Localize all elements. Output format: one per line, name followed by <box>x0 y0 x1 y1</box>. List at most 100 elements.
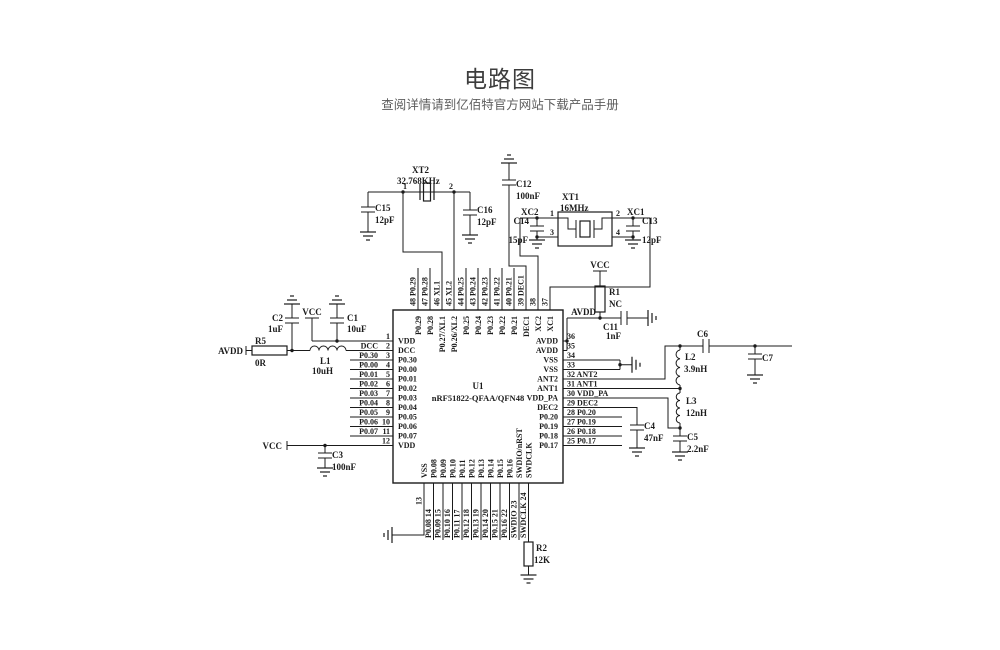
resistor-r2 <box>523 541 534 567</box>
pin-20-net: P0.14 20 <box>481 509 490 538</box>
ic-pin-name: VSS <box>543 365 558 374</box>
ground-icon <box>528 239 546 249</box>
pin-number-35: 35 <box>567 342 575 351</box>
pin-28-net: 28 P0.20 <box>567 408 596 417</box>
pin-48-net: 48 P0.29 <box>409 277 418 306</box>
net-label-p030: P0.30 <box>359 351 378 360</box>
pin-21-net: P0.15 21 <box>491 509 500 538</box>
net-label-p001: P0.01 <box>359 370 378 379</box>
pin-24-net: SWDCLK 24 <box>519 492 528 538</box>
r5-value: 0R <box>255 358 267 368</box>
pin-number-10: 10 <box>382 418 390 427</box>
ic-pin-name: VSS <box>543 356 558 365</box>
ic-pin-name: P0.30 <box>398 356 417 365</box>
ground-icon <box>461 234 479 244</box>
r2-value: 12K <box>534 555 550 565</box>
ground-icon <box>624 239 642 249</box>
c12-ref: C12 <box>516 179 532 189</box>
ic-pin-name: P0.03 <box>398 394 417 403</box>
pin-number-13: 13 <box>415 497 424 505</box>
ic-pin-name: P0.29 <box>414 316 423 335</box>
ic-pin-name: DEC2 <box>537 403 558 412</box>
ic-pin-name: VSS <box>420 463 429 478</box>
pin-number-36: 36 <box>567 332 575 341</box>
ic-pin-name: P0.27/XL1 <box>438 316 447 352</box>
c7-ref: C7 <box>762 353 773 363</box>
c15-value: 12pF <box>375 215 395 225</box>
r1-value: NC <box>609 299 622 309</box>
ic-pin-name: P0.24 <box>474 316 483 335</box>
pin-30-net: 30 VDD_PA <box>567 389 608 398</box>
pin-number-37: 37 <box>541 298 550 306</box>
resistor-r5 <box>251 345 288 356</box>
net-xc2: XC2 <box>521 207 539 217</box>
c14-ref: C14 <box>514 216 530 226</box>
pin-41-net: 41 P0.22 <box>493 277 502 306</box>
l2-ref: L2 <box>685 352 696 362</box>
net-label-p005: P0.05 <box>359 408 378 417</box>
ic-pin-name: P0.06 <box>398 422 417 431</box>
pin-number-5: 5 <box>386 370 390 379</box>
net-label-p004: P0.04 <box>359 399 378 408</box>
ic-pin-name: AVDD <box>536 337 558 346</box>
pin-44-net: 44 P0.25 <box>457 277 466 306</box>
ground-icon <box>519 574 538 584</box>
ground-icon <box>746 374 764 384</box>
ic-pin-name: VDD <box>398 337 416 346</box>
ic-pin-name: DCC <box>398 346 416 355</box>
c13-value: 12pF <box>642 235 662 245</box>
xt1-ref: XT1 <box>562 192 580 202</box>
pin-number-3: 3 <box>386 351 390 360</box>
ic-body <box>392 309 564 484</box>
net-label-dcc: DCC <box>361 342 379 351</box>
ground-icon <box>500 154 518 164</box>
c2-ref: C2 <box>272 313 283 323</box>
ic-pin-name: VDD_PA <box>527 394 559 403</box>
l3-ref: L3 <box>686 396 697 406</box>
port-avdd: AVDD <box>218 346 243 356</box>
pin-26-net: 26 P0.18 <box>567 427 596 436</box>
l1-ref: L1 <box>320 356 331 366</box>
ground-icon <box>383 526 393 544</box>
c4-value: 47nF <box>644 433 664 443</box>
pin-22-net: P0.16 22 <box>500 509 509 538</box>
c3-value: 100nF <box>332 462 357 472</box>
xt2-ref: XT2 <box>412 165 430 175</box>
ic-pin-name: SWDCLK <box>525 442 534 478</box>
pin-number-4: 4 <box>386 361 390 370</box>
pin-number-6: 6 <box>386 380 390 389</box>
l2-value: 3.9nH <box>684 364 707 374</box>
net-avdd: AVDD <box>571 307 596 317</box>
pin-16-net: P0.10 16 <box>443 509 452 538</box>
r5-ref: R5 <box>255 336 266 346</box>
pin-number-7: 7 <box>386 389 390 398</box>
component-symbols <box>251 182 613 567</box>
l3-value: 12nH <box>686 408 707 418</box>
ic-pin-name: P0.17 <box>539 441 558 450</box>
pin-18-net: P0.12 18 <box>462 509 471 538</box>
net-label-p003: P0.03 <box>359 389 378 398</box>
net-label-p002: P0.02 <box>359 380 378 389</box>
ground-icon <box>647 309 657 327</box>
c11-value: 1nF <box>606 331 622 341</box>
c5-value: 2.2nF <box>687 444 709 454</box>
pin-40-net: 40 P0.21 <box>505 277 514 306</box>
xt1-pin4-number: 4 <box>616 228 620 237</box>
pin-number-1: 1 <box>386 332 390 341</box>
xt2-pin1-number: 1 <box>403 182 407 191</box>
pin-42-net: 42 P0.23 <box>481 277 490 306</box>
pin-number-2: 2 <box>386 342 390 351</box>
ic-pin-name: P0.07 <box>398 432 417 441</box>
pin-29-net: 29 DEC2 <box>567 399 598 408</box>
ic-pin-name: P0.15 <box>496 459 505 478</box>
pin-number-38: 38 <box>529 298 538 306</box>
r2-ref: R2 <box>536 543 547 553</box>
pin-number-34: 34 <box>567 351 575 360</box>
net-label-p007: P0.07 <box>359 427 378 436</box>
ic-pin-name: P0.10 <box>449 459 458 478</box>
pin-32-net: 32 ANT2 <box>567 370 597 379</box>
crystal-xt1 <box>557 211 613 247</box>
c4-ref: C4 <box>644 421 655 431</box>
